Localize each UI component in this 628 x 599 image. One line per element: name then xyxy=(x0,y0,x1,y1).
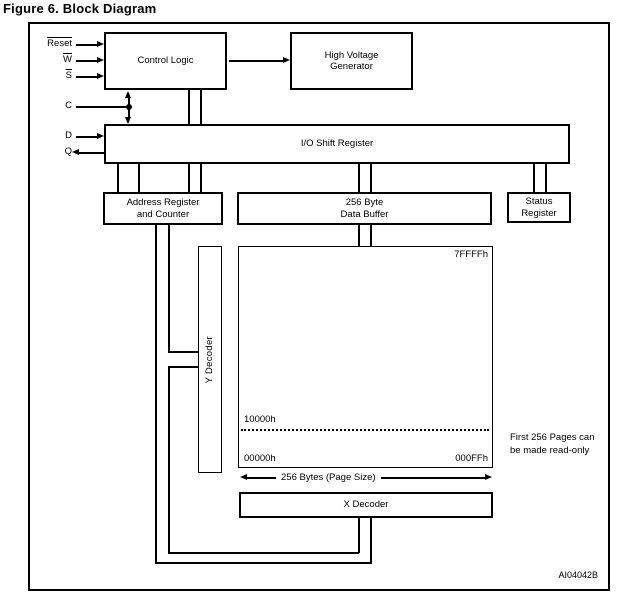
wire-buffer-array-1 xyxy=(358,225,360,246)
y-decoder-label: Y Decoder xyxy=(204,335,216,384)
wire-io-status-2 xyxy=(545,164,547,192)
wire-io-addr-2 xyxy=(138,164,140,192)
wire-ydecoder-down xyxy=(168,366,170,553)
memory-boundary-address: 10000h xyxy=(244,414,276,425)
wire-bottom-inner-v xyxy=(358,518,360,553)
io-shift-register-label: I/O Shift Register xyxy=(300,138,374,150)
wire-bottom-outer-h xyxy=(155,562,372,564)
signal-label-w: W xyxy=(20,55,72,65)
wire-io-addr-4 xyxy=(200,164,202,192)
status-register-label: Status Register xyxy=(521,196,557,219)
high-voltage-generator-label: High Voltage Generator xyxy=(324,49,379,73)
status-register-block: Status Register xyxy=(507,192,571,223)
control-logic-block: Control Logic xyxy=(104,32,227,90)
io-shift-register-block: I/O Shift Register xyxy=(104,124,570,164)
wire-io-buffer-2 xyxy=(370,164,372,192)
signal-label-c: C xyxy=(65,100,72,111)
wire-control-to-hv xyxy=(229,60,283,62)
wire-reset xyxy=(76,44,97,46)
page-size-arrow-right-icon xyxy=(485,474,492,480)
arrowhead-s-icon xyxy=(97,73,104,79)
arrowhead-d-icon xyxy=(97,133,104,139)
arrowhead-q-icon xyxy=(72,149,79,155)
memory-start-address: 00000h xyxy=(244,453,276,464)
arrowhead-c-up-icon xyxy=(125,91,131,98)
control-logic-label: Control Logic xyxy=(137,55,194,67)
signal-label-d: D xyxy=(65,130,72,141)
wire-buffer-array-2 xyxy=(370,225,372,246)
w-signal: W xyxy=(63,54,72,65)
address-register-block: Address Register and Counter xyxy=(103,192,223,225)
wire-ctrl-io-2 xyxy=(200,90,202,124)
reset-signal: Reset xyxy=(47,38,72,49)
wire-w xyxy=(76,60,97,62)
wire-ctrl-io-1 xyxy=(188,90,190,124)
wire-ydecoder-in xyxy=(168,351,198,353)
arrowhead-hv-icon xyxy=(283,57,290,63)
wire-io-status-1 xyxy=(533,164,535,192)
page-size-label: 256 Bytes (Page Size) xyxy=(276,472,381,483)
wire-c xyxy=(76,106,129,108)
read-only-note: First 256 Pages can be made read-only xyxy=(510,432,595,456)
arrowhead-w-icon xyxy=(97,57,104,63)
figure-frame xyxy=(28,22,610,591)
reference-code: AI04042B xyxy=(558,570,598,580)
figure-title: Figure 6. Block Diagram xyxy=(3,1,157,16)
address-register-label: Address Register and Counter xyxy=(126,197,200,220)
data-buffer-block: 256 Byte Data Buffer xyxy=(237,192,492,225)
read-only-boundary-line xyxy=(241,429,489,431)
wire-io-addr-1 xyxy=(117,164,119,192)
memory-page-end-address: 000FFh xyxy=(455,453,488,464)
wire-d xyxy=(76,136,97,138)
x-decoder-label: X Decoder xyxy=(343,499,389,511)
x-decoder-block: X Decoder xyxy=(239,492,493,518)
wire-bottom-outer-v xyxy=(370,518,372,563)
wire-c-vertical xyxy=(128,97,130,118)
memory-array-block: 7FFFFh 10000h 00000h 000FFh xyxy=(238,246,493,468)
signal-label-reset: Reset xyxy=(20,39,72,49)
high-voltage-generator-block: High Voltage Generator xyxy=(290,32,413,90)
data-buffer-label: 256 Byte Data Buffer xyxy=(340,197,389,220)
wire-s xyxy=(76,76,97,78)
wire-addr-down-inner xyxy=(168,225,170,352)
memory-top-address: 7FFFFh xyxy=(454,249,488,260)
signal-label-s: S xyxy=(20,71,72,81)
wire-io-buffer-1 xyxy=(358,164,360,192)
y-decoder-block: Y Decoder xyxy=(198,246,222,473)
wire-bottom-inner-h xyxy=(168,552,359,554)
page-size-arrow-left-icon xyxy=(240,474,247,480)
arrowhead-c-down-icon xyxy=(125,117,131,124)
wire-addr-down-outer xyxy=(155,225,157,564)
s-signal: S xyxy=(65,70,72,81)
wire-q xyxy=(79,152,104,154)
arrowhead-reset-icon xyxy=(97,41,104,47)
wire-ydecoder-out xyxy=(168,366,198,368)
wire-io-addr-3 xyxy=(188,164,190,192)
signal-label-q: Q xyxy=(64,146,72,157)
